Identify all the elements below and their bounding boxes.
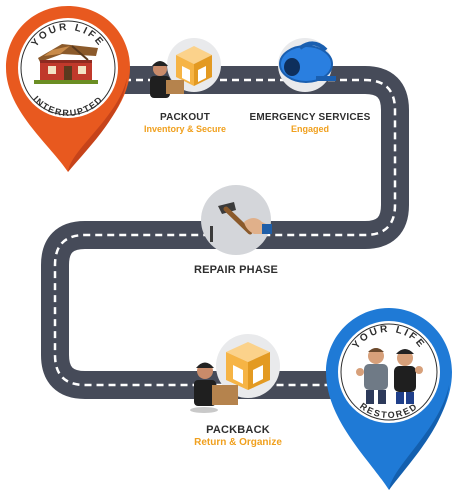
air-mover-icon — [278, 38, 336, 92]
start-pin: YOUR LIFE INTERRUPTED — [6, 6, 130, 172]
packout-box-icon — [167, 38, 221, 92]
repair-title: REPAIR PHASE — [193, 264, 279, 276]
road-center-dashes — [53, 78, 397, 387]
emergency-subtitle: Engaged — [290, 123, 329, 134]
emergency-label: EMERGENCY SERVICES Engaged — [245, 112, 375, 134]
packout-mover-icon — [150, 61, 184, 98]
packback-mover-icon — [190, 362, 238, 413]
damaged-house-icon — [34, 44, 98, 84]
happy-people-icon — [356, 348, 423, 404]
packback-label: PACKBACK Return & Organize — [168, 424, 308, 448]
packback-subtitle: Return & Organize — [194, 436, 282, 448]
packback-box-icon — [216, 334, 280, 398]
end-pin: YOUR LIFE RESTORED — [326, 308, 452, 490]
packout-label: PACKOUT Inventory & Secure — [130, 112, 240, 134]
packout-title: PACKOUT — [159, 112, 211, 123]
packback-title: PACKBACK — [206, 424, 270, 436]
hammer-icon — [201, 185, 272, 255]
packout-subtitle: Inventory & Secure — [143, 123, 227, 134]
repair-label: REPAIR PHASE — [176, 264, 296, 277]
emergency-title: EMERGENCY SERVICES — [249, 112, 371, 123]
